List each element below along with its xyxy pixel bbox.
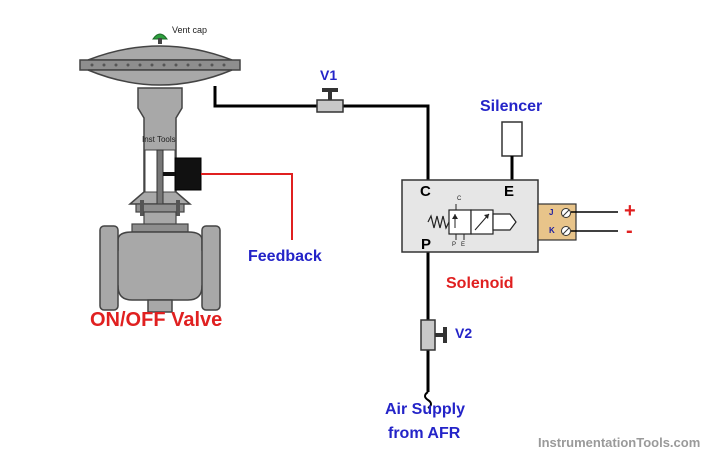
vent-cap-icon bbox=[152, 33, 168, 40]
symbol-e-label: E bbox=[461, 242, 466, 248]
feedback-label: Feedback bbox=[248, 248, 322, 265]
silencer-label: Silencer bbox=[480, 98, 543, 115]
port-p-label: P bbox=[421, 236, 432, 253]
inst-tools-label: Inst Tools bbox=[142, 135, 176, 144]
terminal-k-label: K bbox=[549, 226, 555, 235]
v1-stem bbox=[328, 91, 332, 100]
valve-symbol-left bbox=[448, 209, 472, 235]
silencer-body bbox=[501, 121, 523, 157]
v2-handle bbox=[443, 327, 447, 343]
diaphragm-bottom bbox=[87, 69, 233, 86]
v2-valve bbox=[420, 319, 447, 351]
symbol-p-label: P bbox=[452, 242, 457, 248]
terminal-block-body bbox=[537, 203, 577, 241]
v2-body bbox=[420, 319, 436, 351]
v1-handle bbox=[322, 88, 338, 92]
terminal-j-label: J bbox=[549, 208, 554, 217]
solenoid-coil bbox=[492, 213, 517, 231]
solenoid-spring bbox=[427, 214, 450, 230]
valve-title: ON/OFF Valve bbox=[90, 309, 223, 331]
air-supply-label-line2: from AFR bbox=[388, 425, 461, 442]
watermark: InstrumentationTools.com bbox=[538, 435, 701, 450]
bonnet-bolts bbox=[140, 200, 180, 216]
positive-sign: + bbox=[624, 200, 636, 222]
symbol-c-label: C bbox=[457, 196, 462, 202]
terminal-block bbox=[537, 203, 618, 241]
feedback-switch-box bbox=[174, 157, 202, 191]
flange-bolts bbox=[90, 63, 226, 67]
valve-bottom-plug bbox=[147, 299, 173, 313]
v2-stem bbox=[435, 333, 443, 337]
air-lines bbox=[213, 86, 430, 392]
vent-cap-label: Vent cap bbox=[172, 25, 208, 35]
air-supply-end bbox=[424, 391, 432, 409]
valve-body-shape bbox=[109, 231, 211, 301]
solenoid-valve bbox=[401, 179, 539, 253]
valve-stem bbox=[156, 149, 164, 207]
v1-body bbox=[316, 99, 344, 113]
port-e-label: E bbox=[504, 183, 515, 200]
vent-cap-stem bbox=[158, 38, 162, 44]
v1-label: V1 bbox=[320, 67, 338, 83]
feedback-switch-lever bbox=[163, 172, 175, 176]
solenoid-label: Solenoid bbox=[446, 275, 514, 292]
valve-flange-right bbox=[201, 225, 221, 311]
negative-sign: - bbox=[626, 220, 633, 242]
body-top-flange bbox=[131, 223, 189, 233]
v1-valve bbox=[316, 88, 344, 113]
silencer bbox=[501, 121, 523, 180]
actuator bbox=[79, 33, 241, 233]
valve-body bbox=[99, 225, 221, 313]
air-supply-label-line1: Air Supply bbox=[385, 401, 466, 418]
feedback-wire bbox=[201, 173, 293, 240]
port-c-label: C bbox=[420, 183, 431, 200]
v2-label: V2 bbox=[455, 325, 473, 341]
diaphragm-top bbox=[87, 45, 233, 61]
valve-flange-left bbox=[99, 225, 119, 311]
